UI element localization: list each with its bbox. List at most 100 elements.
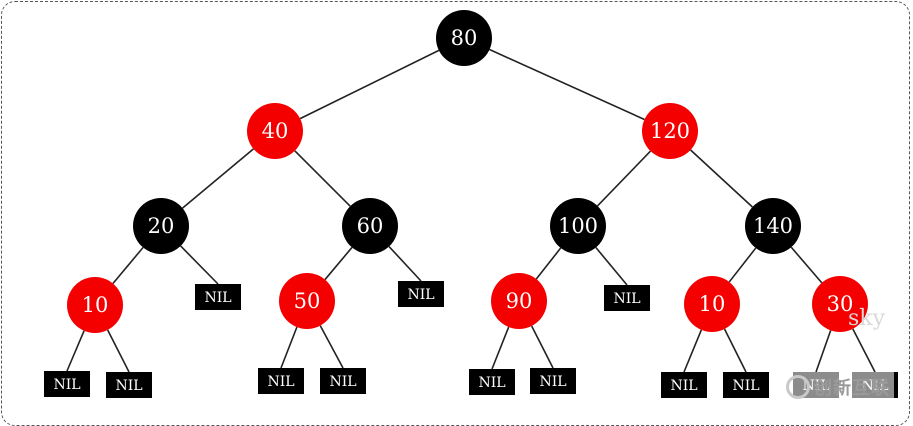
edge-n20-n10a xyxy=(112,246,144,285)
nil-label-nil-90-right: NIL xyxy=(539,374,566,390)
edge-n40-n60 xyxy=(294,150,351,207)
nil-box-nil-10a-left xyxy=(44,371,90,397)
nil-leaf-nil-90-left: NIL xyxy=(469,369,515,395)
edge-n100-nil-100-right xyxy=(595,247,628,286)
nil-box-nil-60-right xyxy=(398,281,444,307)
nil-leaf-nil-10a-left: NIL xyxy=(44,371,90,397)
node-circle-n20 xyxy=(133,198,189,254)
node-circle-n60 xyxy=(342,198,398,254)
edge-n80-n40 xyxy=(299,49,440,120)
tree-node-n30: 30 xyxy=(812,276,868,332)
edge-n120-n140 xyxy=(690,149,753,208)
node-circle-n10b xyxy=(684,276,740,332)
nil-box-nil-10a-right xyxy=(106,372,152,398)
node-circle-n140 xyxy=(745,198,801,254)
tree-node-n140: 140 xyxy=(745,198,801,254)
node-label-n30: 30 xyxy=(827,292,854,316)
watermark-logo: ✕ 创新互联 xyxy=(782,372,894,402)
nil-box-nil-90-right xyxy=(530,368,576,394)
tree-node-n100: 100 xyxy=(550,198,606,254)
node-circle-n120 xyxy=(642,103,698,159)
watermark-logo-text: 创新互联 xyxy=(814,378,890,399)
nil-box-nil-100-right xyxy=(604,285,650,311)
node-label-n140: 140 xyxy=(753,214,793,238)
nil-leaf-nil-50-left: NIL xyxy=(258,368,304,394)
node-circle-n10a xyxy=(67,277,123,333)
tree-node-n40: 40 xyxy=(247,103,303,159)
node-label-n100: 100 xyxy=(558,214,598,238)
edge-n140-n10b xyxy=(728,247,757,283)
nil-label-nil-60-right: NIL xyxy=(407,287,434,303)
edge-n10a-nil-10a-right xyxy=(106,329,130,373)
edge-n10b-nil-10b-right xyxy=(723,328,747,373)
logo-icon: ✕ xyxy=(786,375,810,399)
node-label-n50: 50 xyxy=(294,289,321,313)
tree-node-n90: 90 xyxy=(491,273,547,329)
edge-n140-n30 xyxy=(790,246,823,284)
node-circle-n40 xyxy=(247,103,303,159)
edge-n90-nil-90-left xyxy=(491,326,510,370)
nil-leaf-nil-90-right: NIL xyxy=(530,368,576,394)
tree-node-n10b: 10 xyxy=(684,276,740,332)
edge-n50-nil-50-left xyxy=(280,326,298,369)
edge-n20-nil-20-right xyxy=(180,245,219,285)
nil-label-nil-50-right: NIL xyxy=(329,374,356,390)
nil-box-nil-20-right xyxy=(195,284,241,310)
tree-node-n60: 60 xyxy=(342,198,398,254)
edge-n30-nil-30-left xyxy=(815,330,832,373)
tree-node-n120: 120 xyxy=(642,103,698,159)
node-label-n10b: 10 xyxy=(699,292,726,316)
nil-leaf-nil-20-right: NIL xyxy=(195,284,241,310)
nil-label-nil-10b-right: NIL xyxy=(732,378,759,394)
edge-n90-nil-90-right xyxy=(530,325,554,369)
edge-n80-n120 xyxy=(489,48,645,121)
node-circle-n80 xyxy=(436,10,492,66)
nil-box-nil-50-left xyxy=(258,368,304,394)
node-label-n90: 90 xyxy=(506,289,533,313)
nil-leaf-nil-10b-left: NIL xyxy=(661,372,707,398)
nil-leaf-nil-100-right: NIL xyxy=(604,285,650,311)
nil-label-nil-10a-right: NIL xyxy=(115,378,142,394)
tree-node-n80: 80 xyxy=(436,10,492,66)
nil-label-nil-100-right: NIL xyxy=(613,291,640,307)
nil-label-nil-50-left: NIL xyxy=(267,374,294,390)
node-circle-n90 xyxy=(491,273,547,329)
nil-label-nil-90-left: NIL xyxy=(478,375,505,391)
nil-box-nil-90-left xyxy=(469,369,515,395)
nil-label-nil-10b-left: NIL xyxy=(670,378,697,394)
nil-leaf-nil-50-right: NIL xyxy=(320,368,366,394)
edge-n40-n20 xyxy=(181,148,255,209)
node-label-n80: 80 xyxy=(451,26,478,50)
edges-layer xyxy=(66,48,876,373)
node-label-n10a: 10 xyxy=(82,293,109,317)
nil-leaf-nil-10a-right: NIL xyxy=(106,372,152,398)
edge-n60-n50 xyxy=(324,246,353,281)
node-circle-n30 xyxy=(812,276,868,332)
watermark-sky: sky xyxy=(848,306,886,331)
nil-box-nil-10b-right xyxy=(723,372,769,398)
edge-n100-n90 xyxy=(535,247,562,280)
edge-n10a-nil-10a-left xyxy=(66,330,85,372)
edge-n120-n100 xyxy=(596,150,652,207)
tree-node-n10a: 10 xyxy=(67,277,123,333)
node-circle-n100 xyxy=(550,198,606,254)
node-label-n20: 20 xyxy=(148,214,175,238)
node-label-n60: 60 xyxy=(357,214,384,238)
nil-label-nil-10a-left: NIL xyxy=(53,377,80,393)
tree-node-n50: 50 xyxy=(279,273,335,329)
tree-node-n20: 20 xyxy=(133,198,189,254)
edge-n30-nil-30-right xyxy=(852,328,876,373)
nil-box-nil-10b-left xyxy=(661,372,707,398)
edge-n10b-nil-10b-left xyxy=(683,329,703,373)
edge-n50-nil-50-right xyxy=(319,325,344,369)
nil-box-nil-50-right xyxy=(320,368,366,394)
edge-n60-nil-60-right xyxy=(388,245,422,282)
node-circle-n50 xyxy=(279,273,335,329)
nil-leaf-nil-60-right: NIL xyxy=(398,281,444,307)
node-label-n40: 40 xyxy=(262,119,289,143)
nil-leaf-nil-10b-right: NIL xyxy=(723,372,769,398)
nil-label-nil-20-right: NIL xyxy=(204,290,231,306)
node-label-n120: 120 xyxy=(650,119,690,143)
